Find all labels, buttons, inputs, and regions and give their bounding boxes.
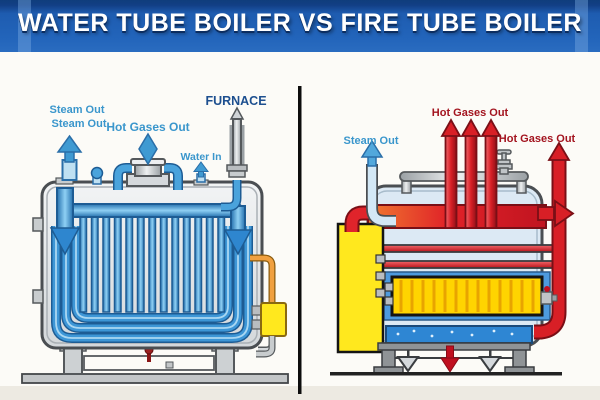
steam-header-pipe (61, 203, 243, 218)
hot-gases-out-label: Hot Gases Out (106, 120, 189, 134)
hot-gases-out-arrow-right (547, 141, 571, 161)
hot-gases-out-label-top: Hot Gases Out (432, 107, 509, 119)
furnace-injector (226, 106, 248, 178)
burner-box (260, 302, 287, 337)
side-flange (32, 217, 44, 232)
support-frame (373, 342, 535, 374)
support-leg (63, 347, 83, 375)
hot-gas-exit-arrow (554, 199, 575, 228)
downcomer-left-arrow (49, 227, 81, 256)
hot-gas-exit-shaft (537, 206, 555, 221)
downcomer-right-arrow (223, 229, 253, 256)
steam-pipe (367, 164, 396, 226)
furnace-duct-elbow (346, 207, 376, 232)
fire-tube (382, 260, 554, 269)
side-flange (32, 289, 44, 304)
banner-title: WATER TUBE BOILER VS FIRE TUBE BOILER (18, 9, 582, 37)
side-flange (540, 291, 553, 305)
furnace-elbow (221, 180, 240, 210)
ground-line (330, 372, 562, 376)
hot-gases-out-label-right: Hot Gases Out (499, 133, 576, 145)
water-circulation-channels (51, 226, 253, 343)
fire-tube-boiler-diagram: Steam Out Hot Gases Out Hot Gases Out (330, 107, 576, 376)
banner-left-stripe (18, 0, 31, 52)
firebox (384, 275, 544, 317)
steam-out-label: Steam Out (343, 135, 398, 147)
furnace-label: FURNACE (205, 94, 266, 108)
ball-fitting (90, 166, 104, 180)
furnace-notch (375, 271, 386, 281)
furnace-box (336, 222, 385, 354)
safety-valve (495, 149, 513, 175)
burner-assembly (250, 254, 287, 358)
valve-knob (544, 286, 550, 292)
water-tube-boiler-diagram: Steam Out Steam Out Hot Gases Out Water … (21, 94, 289, 384)
hot-gas-downcomer (534, 158, 565, 338)
steam-outlet-pipe (61, 159, 78, 181)
hot-gases-out-arrow (138, 132, 158, 166)
furnace-notch (375, 288, 386, 298)
steam-out-label-2: Steam Out (51, 118, 106, 130)
steam-out-arrow (360, 139, 384, 158)
side-flange-bolt (551, 294, 558, 302)
downcomer-left (56, 187, 74, 231)
banner-right-stripe (575, 0, 588, 52)
divider-line (298, 86, 302, 394)
hot-gas-stack-pipes (440, 118, 502, 229)
drain-valve-stem (147, 350, 151, 362)
dry-pipe (399, 171, 529, 182)
blowdown-arrow (440, 357, 460, 373)
base-plate (21, 373, 289, 384)
furnace-notch (375, 254, 386, 264)
flue-elbow-right (164, 164, 182, 190)
water-level-band (385, 325, 533, 344)
flue-elbow-left (114, 164, 132, 190)
banner: WATER TUBE BOILER VS FIRE TUBE BOILER (0, 0, 600, 52)
steam-out-label-1: Steam Out (49, 104, 104, 116)
frame-tab (165, 361, 174, 369)
water-in-arrow (193, 161, 209, 172)
water-in-label: Water In (180, 151, 221, 163)
support-leg (215, 347, 235, 375)
fire-tube (382, 244, 554, 253)
steam-out-arrow (56, 134, 83, 153)
